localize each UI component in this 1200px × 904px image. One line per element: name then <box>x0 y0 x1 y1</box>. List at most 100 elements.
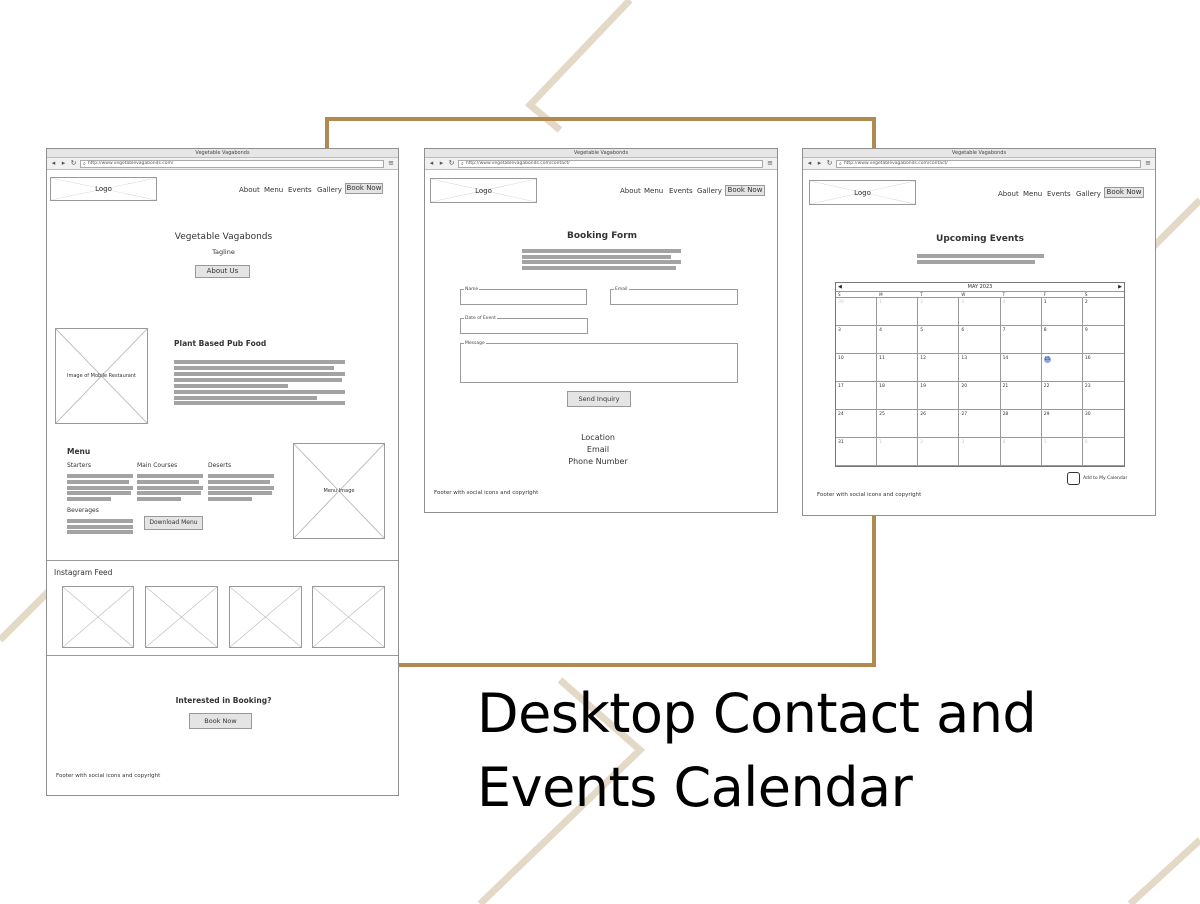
calendar-day-cell[interactable]: 7 <box>1000 326 1042 354</box>
calendar-day-cell[interactable]: 8 <box>1041 326 1083 354</box>
calendar-day-cell[interactable]: 4 <box>1000 298 1042 326</box>
about-us-button[interactable]: About Us <box>195 265 250 278</box>
instagram-image-3[interactable] <box>229 586 302 648</box>
text-placeholder <box>67 530 133 534</box>
calendar-day-cell[interactable]: 22 <box>1041 382 1083 410</box>
nav-menu[interactable]: Menu <box>264 186 284 194</box>
nav-gallery[interactable]: Gallery <box>317 186 342 194</box>
browser-menu-icon[interactable]: ≡ <box>1145 159 1151 167</box>
calendar-day-cell[interactable]: 2 <box>918 438 960 466</box>
forward-icon[interactable]: ▸ <box>439 159 444 167</box>
calendar-day-cell[interactable]: 13 <box>959 354 1001 382</box>
calendar-day-cell[interactable]: 29 <box>1041 410 1083 438</box>
text-placeholder <box>137 497 181 501</box>
calendar-day-cell[interactable]: 30 <box>1082 410 1124 438</box>
calendar-day-cell[interactable]: 30 <box>836 298 878 326</box>
calendar-day-cell[interactable]: 19 <box>918 382 960 410</box>
reload-icon[interactable]: ↻ <box>70 159 77 167</box>
booking-cta-button[interactable]: Book Now <box>189 713 252 729</box>
logo-placeholder[interactable]: Logo <box>50 177 157 201</box>
back-icon[interactable]: ◂ <box>429 159 434 167</box>
message-field[interactable]: Message <box>460 341 738 383</box>
download-menu-button[interactable]: Download Menu <box>144 516 203 530</box>
back-icon[interactable]: ◂ <box>807 159 812 167</box>
nav-menu[interactable]: Menu <box>644 187 664 195</box>
calendar-day-cell[interactable]: 24 <box>836 410 878 438</box>
calendar-day-number: 20 <box>961 384 968 389</box>
calendar-day-cell[interactable]: 20 <box>959 382 1001 410</box>
calendar-day-cell[interactable]: 14 <box>1000 354 1042 382</box>
nav-gallery[interactable]: Gallery <box>697 187 722 195</box>
wireframe-home: Vegetable Vagabonds ◂ ▸ ↻ ⌕http://www.ve… <box>46 148 399 796</box>
calendar-day-cell[interactable]: 28 <box>1000 410 1042 438</box>
instagram-image-1[interactable] <box>62 586 134 648</box>
calendar-day-number: 8 <box>1043 328 1047 333</box>
email-field[interactable]: Email <box>610 287 738 305</box>
instagram-image-2[interactable] <box>145 586 218 648</box>
reload-icon[interactable]: ↻ <box>826 159 833 167</box>
calendar-day-cell[interactable]: 18 <box>877 382 919 410</box>
calendar-day-cell[interactable]: 27 <box>959 410 1001 438</box>
calendar-day-cell[interactable]: 9 <box>1082 326 1124 354</box>
calendar-day-number: 23 <box>1084 384 1091 389</box>
browser-url-bar: ◂ ▸ ↻ ⌕http://www.vegetablevagabonds.com… <box>425 158 777 170</box>
calendar-day-cell[interactable]: 23 <box>1082 382 1124 410</box>
calendar-day-cell[interactable]: 16 <box>1082 354 1124 382</box>
calendar-day-cell[interactable]: 15 <box>1041 354 1083 382</box>
date-of-event-field[interactable]: Date of Event <box>460 316 588 334</box>
back-icon[interactable]: ◂ <box>51 159 56 167</box>
calendar-day-cell[interactable]: 4 <box>1000 438 1042 466</box>
calendar-day-cell[interactable]: 11 <box>877 354 919 382</box>
nav-events[interactable]: Events <box>669 187 693 195</box>
add-to-calendar-checkbox[interactable] <box>1067 472 1080 485</box>
calendar-day-cell[interactable]: 6 <box>959 326 1001 354</box>
text-placeholder <box>137 474 203 478</box>
next-month-icon[interactable]: ▶ <box>1118 284 1122 290</box>
calendar-day-cell[interactable]: 21 <box>1000 382 1042 410</box>
reload-icon[interactable]: ↻ <box>448 159 455 167</box>
address-field[interactable]: ⌕http://www.vegetablevagabonds.com/conta… <box>458 159 763 168</box>
calendar-day-cell[interactable]: 1 <box>877 298 919 326</box>
calendar-day-cell[interactable]: 10 <box>836 354 878 382</box>
text-placeholder <box>174 396 317 400</box>
instagram-image-4[interactable] <box>312 586 385 648</box>
calendar-day-number: 13 <box>961 356 968 361</box>
calendar-day-cell[interactable]: 1 <box>877 438 919 466</box>
nav-about[interactable]: About <box>998 190 1019 198</box>
forward-icon[interactable]: ▸ <box>61 159 66 167</box>
calendar-day-cell[interactable]: 2 <box>1082 298 1124 326</box>
name-field[interactable]: Name <box>460 287 587 305</box>
calendar-day-cell[interactable]: 1 <box>1041 298 1083 326</box>
nav-menu[interactable]: Menu <box>1023 190 1043 198</box>
book-now-button[interactable]: Book Now <box>1104 187 1144 198</box>
logo-placeholder[interactable]: Logo <box>430 178 537 203</box>
nav-events[interactable]: Events <box>1047 190 1071 198</box>
calendar-day-cell[interactable]: 26 <box>918 410 960 438</box>
calendar-day-cell[interactable]: 6 <box>1082 438 1124 466</box>
nav-gallery[interactable]: Gallery <box>1076 190 1101 198</box>
calendar-day-cell[interactable]: 3 <box>836 326 878 354</box>
calendar-day-cell[interactable]: 5 <box>918 326 960 354</box>
forward-icon[interactable]: ▸ <box>817 159 822 167</box>
nav-events[interactable]: Events <box>288 186 312 194</box>
send-inquiry-button[interactable]: Send Inquiry <box>567 391 631 407</box>
calendar-day-cell[interactable]: 5 <box>1041 438 1083 466</box>
nav-about[interactable]: About <box>239 186 260 194</box>
nav-about[interactable]: About <box>620 187 641 195</box>
calendar-day-cell[interactable]: 3 <box>959 298 1001 326</box>
browser-menu-icon[interactable]: ≡ <box>388 159 394 167</box>
calendar-day-cell[interactable]: 12 <box>918 354 960 382</box>
address-field[interactable]: ⌕http://www.vegetablevagabonds.com/ <box>80 159 384 168</box>
calendar-day-cell[interactable]: 3 <box>959 438 1001 466</box>
address-field[interactable]: ⌕http://www.vegetablevagabonds.com/conta… <box>836 159 1141 168</box>
calendar-day-cell[interactable]: 25 <box>877 410 919 438</box>
browser-menu-icon[interactable]: ≡ <box>767 159 773 167</box>
prev-month-icon[interactable]: ◀ <box>838 284 842 290</box>
calendar-day-cell[interactable]: 4 <box>877 326 919 354</box>
book-now-button[interactable]: Book Now <box>725 185 765 196</box>
calendar-day-cell[interactable]: 2 <box>918 298 960 326</box>
logo-placeholder[interactable]: Logo <box>809 180 916 205</box>
book-now-button[interactable]: Book Now <box>345 183 383 194</box>
calendar-day-cell[interactable]: 17 <box>836 382 878 410</box>
calendar-day-cell[interactable]: 31 <box>836 438 878 466</box>
